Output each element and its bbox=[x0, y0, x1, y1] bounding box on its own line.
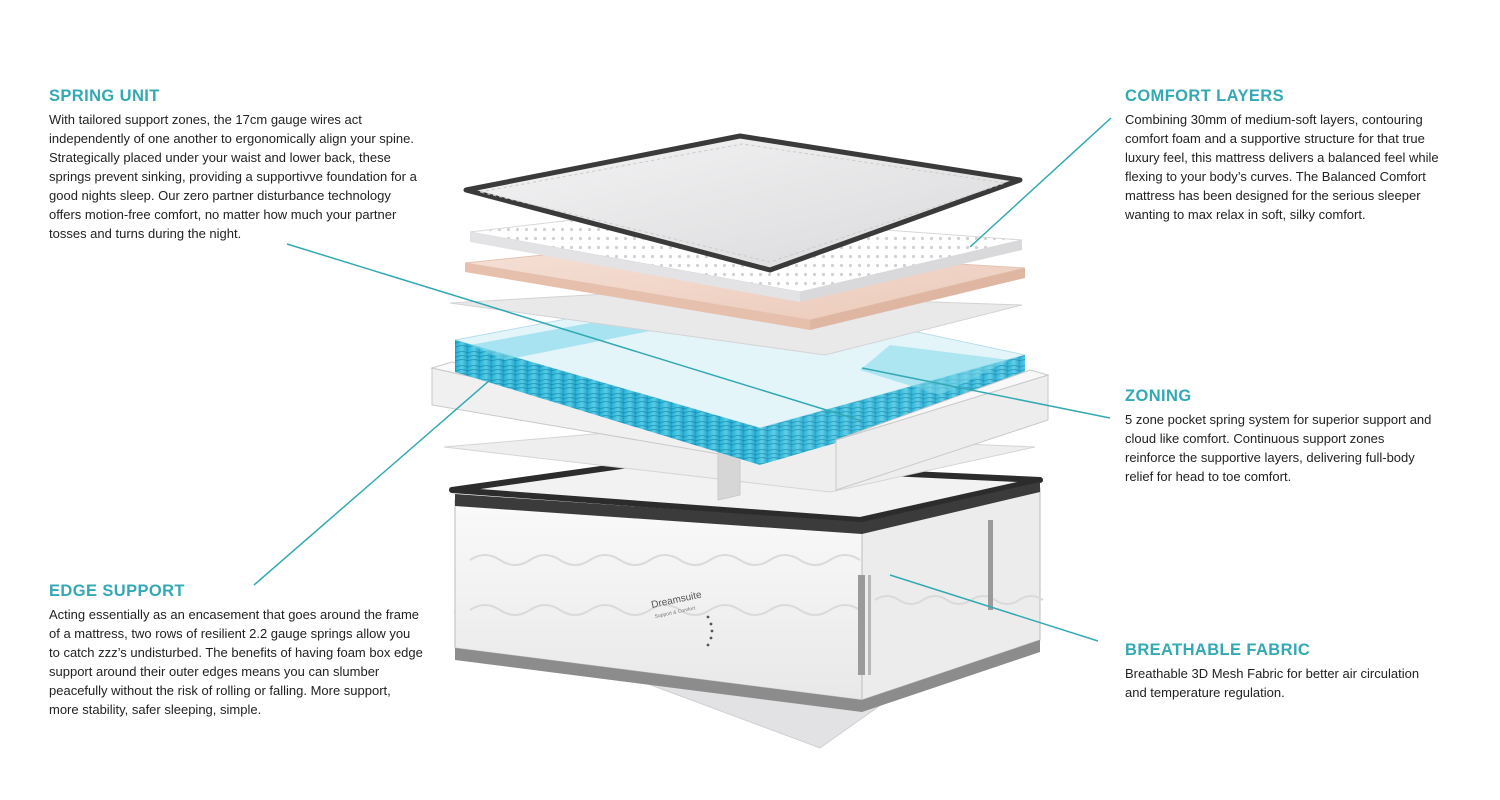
mattress-base bbox=[449, 459, 1044, 712]
spring-unit-section: SPRING UNIT With tailored support zones,… bbox=[49, 87, 449, 243]
top-quilted-cover bbox=[463, 133, 1023, 273]
comfort-layers-callout-line bbox=[969, 117, 1112, 248]
zoning-section: ZONING 5 zone pocket spring system for s… bbox=[1125, 387, 1470, 486]
pocket-spring-unit bbox=[454, 289, 1026, 465]
zoning-callout-line bbox=[861, 367, 1111, 419]
breathable-fabric-description: Breathable 3D Mesh Fabric for better air… bbox=[1125, 666, 1420, 700]
spring-unit-description: With tailored support zones, the 17cm ga… bbox=[49, 112, 417, 241]
comfort-layers-description: Combining 30mm of medium-soft layers, co… bbox=[1125, 112, 1439, 222]
spring-unit-title: SPRING UNIT bbox=[49, 87, 160, 105]
spring-unit-callout-line bbox=[286, 243, 863, 422]
edge-support-callout-line bbox=[253, 379, 491, 586]
brand-dots-icon bbox=[706, 615, 714, 647]
edge-support-foam-right bbox=[835, 369, 1050, 491]
breathable-fabric-callout-line bbox=[889, 574, 1099, 642]
breathable-fabric-section: BREATHABLE FABRIC Breathable 3D Mesh Fab… bbox=[1125, 641, 1470, 702]
breathable-fabric-title: BREATHABLE FABRIC bbox=[1125, 641, 1311, 659]
edge-support-description: Acting essentially as an encasement that… bbox=[49, 607, 423, 717]
comfort-layers-section: COMFORT LAYERS Combining 30mm of medium-… bbox=[1125, 87, 1480, 224]
zoning-title: ZONING bbox=[1125, 387, 1192, 405]
edge-support-title: EDGE SUPPORT bbox=[49, 582, 185, 600]
edge-support-section: EDGE SUPPORT Acting essentially as an en… bbox=[49, 582, 449, 719]
zoning-description: 5 zone pocket spring system for superior… bbox=[1125, 412, 1432, 484]
comfort-layers-title: COMFORT LAYERS bbox=[1125, 87, 1284, 105]
